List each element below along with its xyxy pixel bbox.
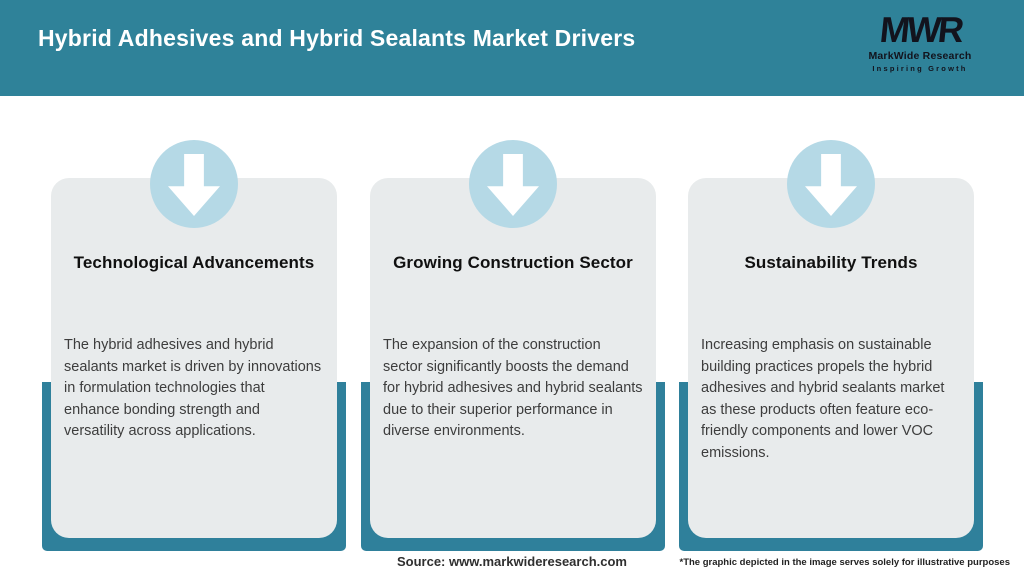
source-attribution: Source: www.markwideresearch.com	[396, 554, 627, 569]
icon-badge	[787, 140, 875, 228]
card-description: The expansion of the construction sector…	[383, 337, 643, 439]
markwide-research-logo: MWR MarkWide Research Inspiring Growth	[850, 9, 990, 73]
driver-card-growing-construction-sector: Growing Construction Sector The expansio…	[370, 178, 656, 538]
card-title: Technological Advancements	[73, 253, 315, 272]
driver-column-1: Technological Advancements The hybrid ad…	[42, 0, 346, 576]
disclaimer-note: *The graphic depicted in the image serve…	[679, 557, 1011, 568]
card-description: The hybrid adhesives and hybrid sealants…	[64, 337, 322, 439]
card-description: Increasing emphasis on sustainable build…	[701, 337, 945, 461]
card-title: Sustainability Trends	[744, 253, 918, 272]
card-title: Growing Construction Sector	[393, 253, 633, 272]
down-arrow-icon	[487, 154, 539, 216]
icon-badge	[469, 140, 557, 228]
page-title: Hybrid Adhesives and Hybrid Sealants Mar…	[38, 25, 636, 51]
logo-company-name: MarkWide Research	[868, 50, 972, 62]
driver-card-technological-advancements: Technological Advancements The hybrid ad…	[51, 178, 337, 538]
header-band: Hybrid Adhesives and Hybrid Sealants Mar…	[0, 0, 1024, 96]
driver-column-3: Sustainability Trends Increasing emphasi…	[679, 0, 983, 576]
logo-tagline: Inspiring Growth	[872, 63, 968, 73]
driver-card-sustainability-trends: Sustainability Trends Increasing emphasi…	[688, 178, 974, 538]
down-arrow-icon	[168, 154, 220, 216]
driver-column-2: Growing Construction Sector The expansio…	[361, 0, 665, 576]
icon-badge	[150, 140, 238, 228]
down-arrow-icon	[805, 154, 857, 216]
